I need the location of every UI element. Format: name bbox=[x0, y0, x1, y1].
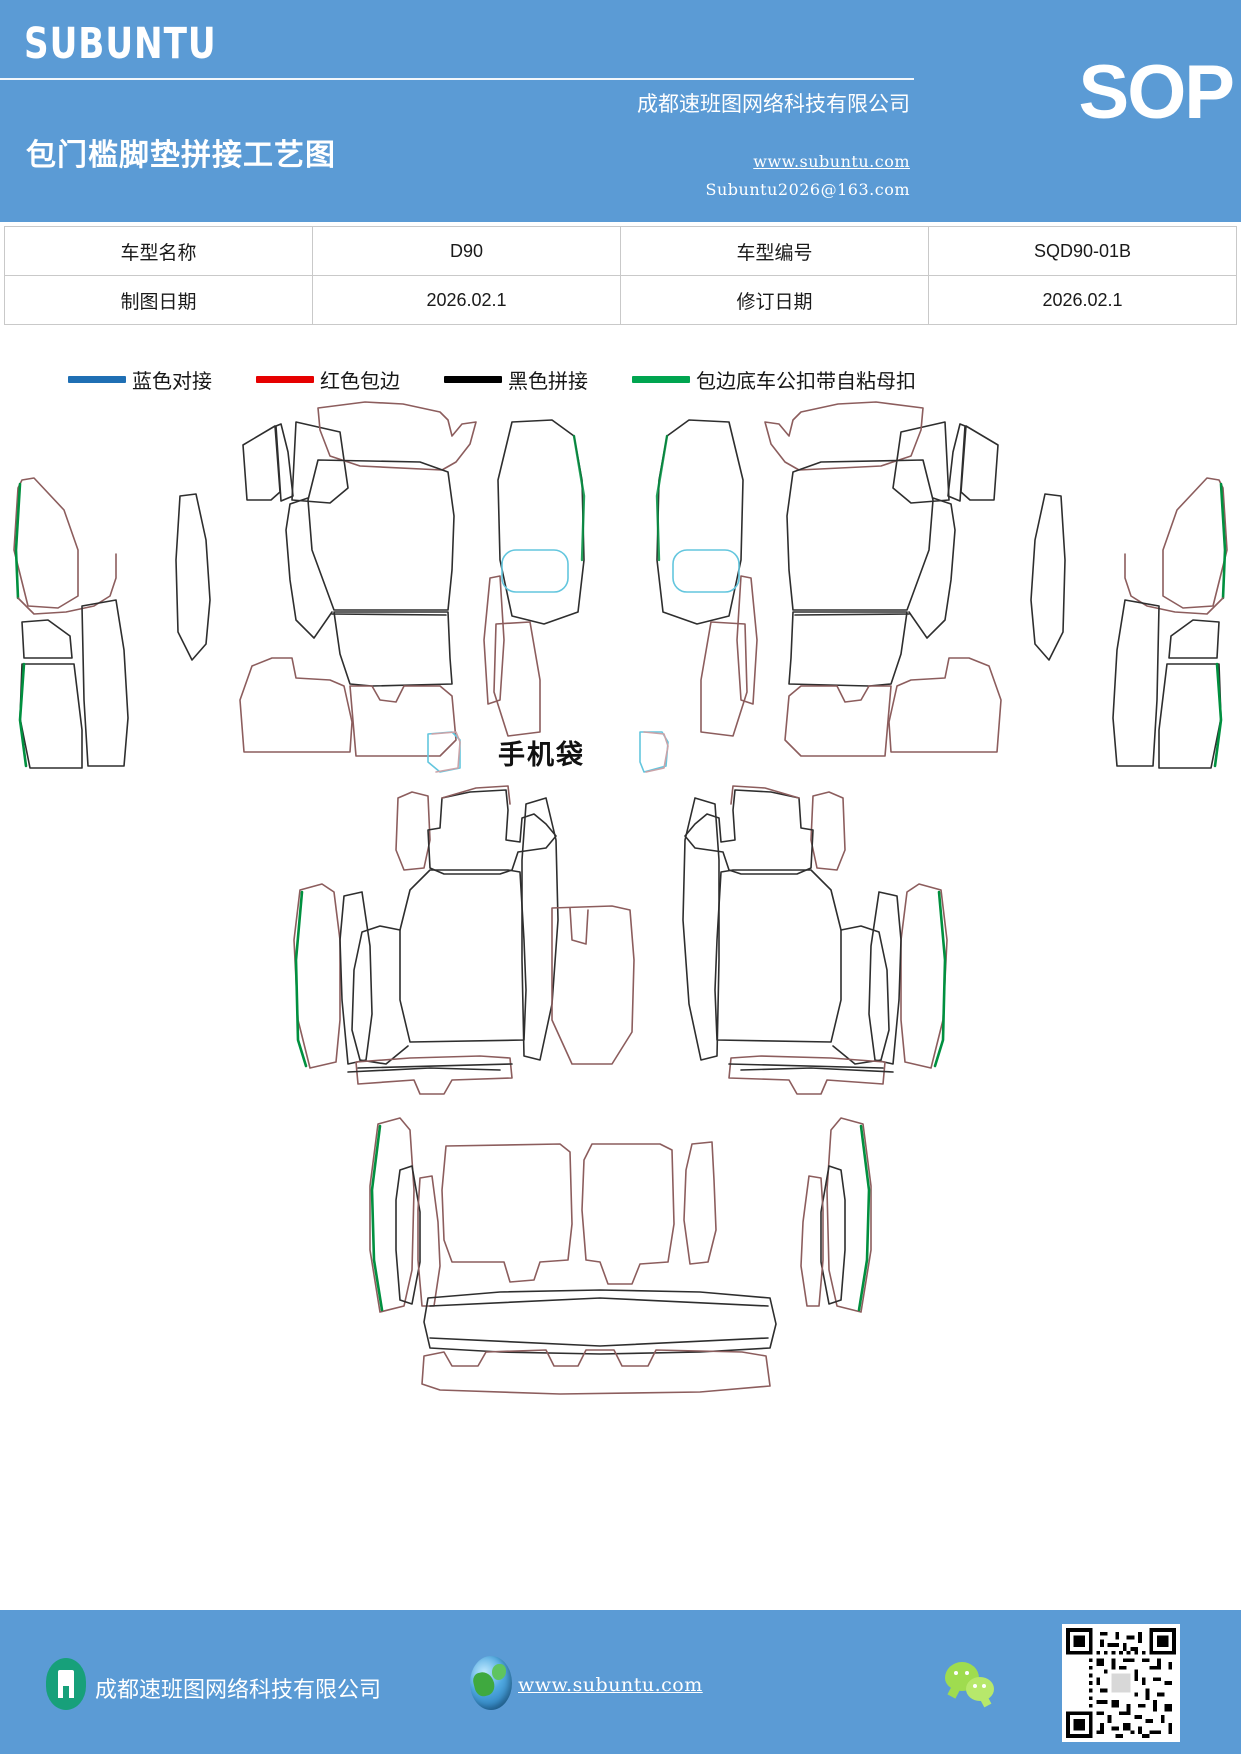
legend-label: 红色包边 bbox=[320, 368, 400, 393]
cell-draw-date-value: 2026.02.1 bbox=[312, 275, 621, 325]
legend-swatch-icon bbox=[632, 375, 690, 383]
wechat-icon bbox=[945, 1662, 1003, 1710]
cell-draw-date-label: 制图日期 bbox=[4, 275, 313, 325]
phone-pocket-pieces bbox=[427, 731, 669, 773]
floor-mat-pattern-svg bbox=[13, 401, 1228, 1395]
building-icon bbox=[46, 1658, 86, 1710]
page-title: 包门槛脚垫拼接工艺图 bbox=[26, 138, 336, 173]
pattern-drawing-area: 手机袋 bbox=[0, 400, 1241, 1610]
legend-label: 蓝色对接 bbox=[132, 368, 212, 393]
table-row: 车型名称 D90 车型编号 SQD90-01B bbox=[4, 226, 1237, 276]
header-email: Subuntu2026@163.com bbox=[705, 180, 910, 199]
cell-revision-date-label: 修订日期 bbox=[620, 275, 929, 325]
legend-label: 黑色拼接 bbox=[508, 368, 588, 393]
phone-pocket-label: 手机袋 bbox=[498, 740, 585, 771]
brand-logo: SUBUNTU bbox=[24, 20, 217, 69]
table-row: 制图日期 2026.02.1 修订日期 2026.02.1 bbox=[4, 275, 1237, 325]
cell-model-code-value: SQD90-01B bbox=[928, 226, 1237, 276]
footer-website-link[interactable]: www.subuntu.com bbox=[518, 1674, 703, 1696]
second-row-assembly bbox=[293, 785, 948, 1095]
legend-swatch-icon bbox=[68, 375, 126, 383]
header-company-name: 成都速班图网络科技有限公司 bbox=[637, 92, 910, 116]
front-row-right-assembly bbox=[655, 401, 1228, 769]
vehicle-info-table: 车型名称 D90 车型编号 SQD90-01B 制图日期 2026.02.1 修… bbox=[4, 226, 1237, 325]
page-header: SUBUNTU 包门槛脚垫拼接工艺图 成都速班图网络科技有限公司 www.sub… bbox=[0, 0, 1241, 222]
legend-item-black: 黑色拼接 bbox=[444, 365, 588, 394]
third-row-assembly bbox=[369, 1117, 872, 1395]
header-website-link[interactable]: www.subuntu.com bbox=[753, 152, 910, 171]
globe-icon bbox=[470, 1656, 512, 1710]
legend-item-blue: 蓝色对接 bbox=[68, 365, 212, 394]
cell-model-name-label: 车型名称 bbox=[4, 226, 313, 276]
legend-item-green: 包边底车公扣带自粘母扣 bbox=[632, 365, 916, 394]
qr-code[interactable] bbox=[1062, 1624, 1180, 1742]
qr-code-image bbox=[1066, 1628, 1176, 1738]
wechat-bubble-small bbox=[966, 1677, 994, 1701]
front-row-left-assembly bbox=[13, 401, 586, 769]
cell-model-name-value: D90 bbox=[312, 226, 621, 276]
sop-badge: SOP bbox=[1078, 50, 1235, 135]
legend-label: 包边底车公扣带自粘母扣 bbox=[696, 368, 916, 393]
page-footer: 成都速班图网络科技有限公司 www.subuntu.com bbox=[0, 1610, 1241, 1754]
legend-item-red: 红色包边 bbox=[256, 365, 400, 394]
legend-swatch-icon bbox=[444, 375, 502, 383]
footer-company-name: 成都速班图网络科技有限公司 bbox=[95, 1678, 382, 1703]
cell-revision-date-value: 2026.02.1 bbox=[928, 275, 1237, 325]
cell-model-code-label: 车型编号 bbox=[620, 226, 929, 276]
legend-swatch-icon bbox=[256, 375, 314, 383]
legend: 蓝色对接 红色包边 黑色拼接 包边底车公扣带自粘母扣 bbox=[0, 358, 1241, 400]
header-divider bbox=[0, 78, 914, 80]
